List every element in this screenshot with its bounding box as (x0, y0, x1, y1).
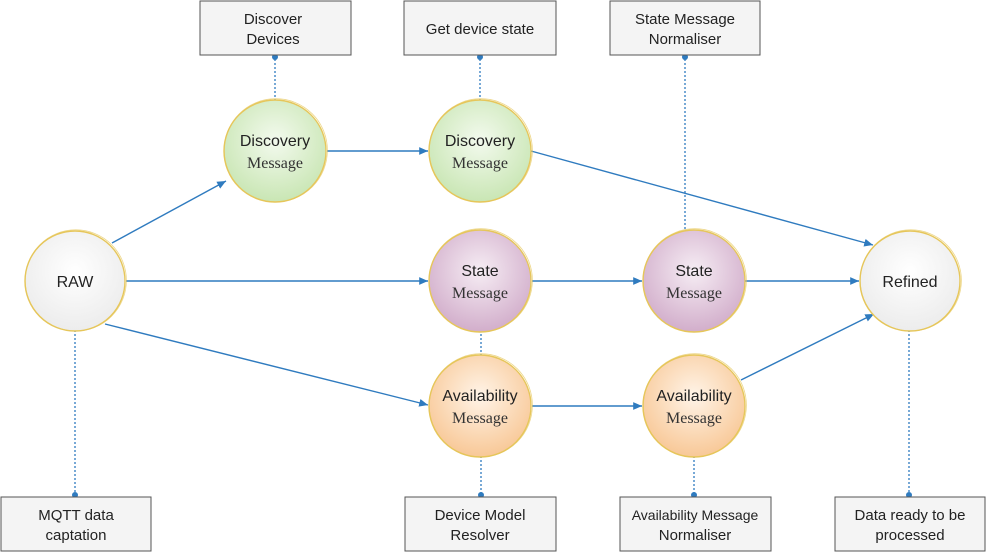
box-availability-message-normaliser: Availability Message Normaliser (619, 496, 772, 552)
box-label-line1: State Message (635, 11, 735, 28)
box-label-line2: processed (875, 527, 944, 544)
box-get-device-state: Get device state (403, 0, 557, 56)
node-label-line2: Message (452, 410, 508, 427)
node-label-line1: Availability (442, 388, 517, 405)
box-discover-devices: Discover Devices (199, 0, 352, 56)
node-discovery-message-1: Discovery Message (223, 98, 328, 203)
node-raw: RAW (24, 229, 127, 332)
node-label-line1: Availability (656, 388, 731, 405)
node-label-line1: Discovery (445, 133, 515, 150)
box-device-model-resolver: Device Model Resolver (404, 496, 557, 552)
box-data-ready-to-be-processed: Data ready to be processed (834, 496, 986, 552)
box-label-line2: Devices (246, 31, 299, 48)
box-label-line1: Availability Message (632, 507, 759, 523)
box-label-line2: Resolver (450, 527, 509, 544)
node-label-line2: Message (666, 285, 722, 302)
node-label-line2: Message (666, 410, 722, 427)
node-label: Refined (882, 274, 937, 291)
box-label-line1: MQTT data (38, 507, 114, 524)
node-label-line2: Message (452, 155, 508, 172)
node-availability-message-1: Availability Message (428, 353, 533, 458)
node-availability-message-2: Availability Message (642, 353, 747, 458)
arrow-availability-to-refined (740, 313, 875, 381)
node-label: RAW (57, 274, 95, 291)
arrow-raw-to-availability (104, 323, 429, 407)
box-label-line2: captation (46, 527, 107, 544)
node-label-line2: Message (247, 155, 303, 172)
node-label-line1: Discovery (240, 133, 310, 150)
node-state-message-1: State Message (428, 228, 533, 333)
box-label-line1: Device Model (435, 507, 526, 524)
node-state-message-2: State Message (642, 228, 747, 333)
node-label-line1: State (675, 263, 712, 280)
arrow-discovery-to-refined (530, 150, 874, 247)
node-refined: Refined (859, 229, 962, 332)
box-label-line2: Normaliser (659, 527, 732, 544)
box-label-line2: Normaliser (649, 31, 722, 48)
box-state-message-normaliser: State Message Normaliser (609, 0, 761, 56)
node-label-line2: Message (452, 285, 508, 302)
node-label-line1: State (461, 263, 498, 280)
box-label-line1: Discover (244, 11, 302, 28)
box-label-line1: Get device state (426, 21, 534, 38)
arrow-raw-to-discovery (111, 180, 227, 244)
node-discovery-message-2: Discovery Message (428, 98, 533, 203)
box-mqtt-data-captation: MQTT data captation (0, 496, 152, 552)
box-label-line1: Data ready to be (855, 507, 966, 524)
